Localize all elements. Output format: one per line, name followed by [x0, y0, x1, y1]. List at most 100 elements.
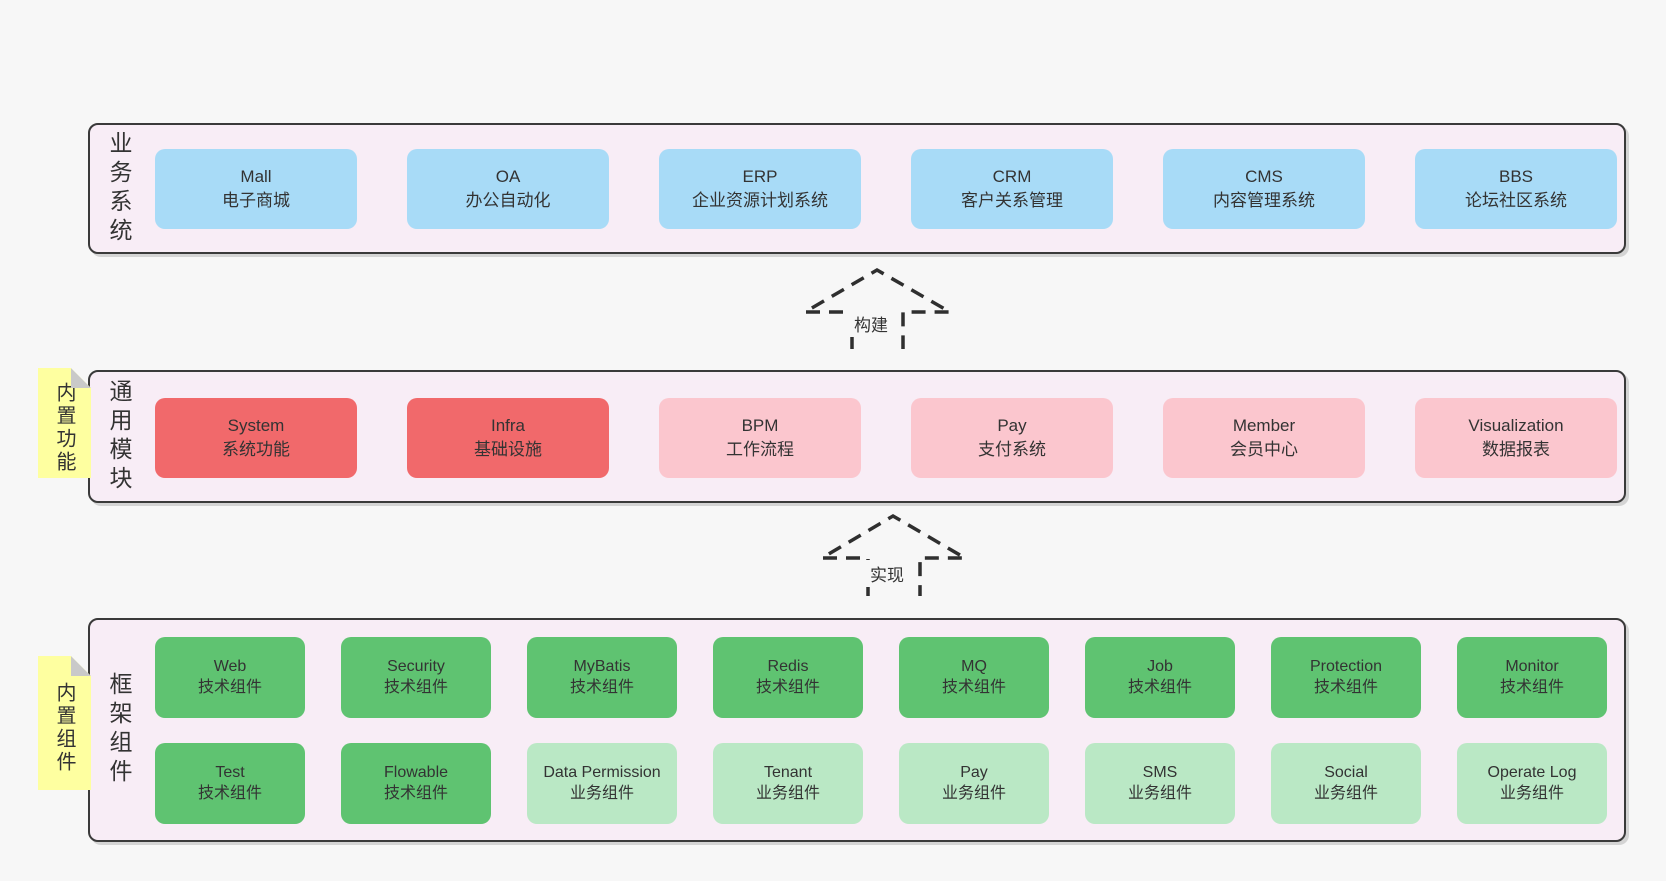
box-member: Member 会员中心: [1163, 398, 1365, 478]
box-title: BBS: [1498, 166, 1534, 186]
box-subtitle: 业务组件: [569, 784, 634, 802]
box-subtitle: 技术组件: [1127, 678, 1192, 696]
box-subtitle: 工作流程: [726, 440, 794, 459]
common-modules-boxes: System 系统功能 Infra 基础设施 BPM 工作流程 Pay 支付系统 Member 会…: [155, 398, 1617, 478]
sticky-note-builtin-functions-text: 内置功能: [53, 382, 75, 474]
box-title: Operate Log: [1487, 763, 1577, 781]
box-title: ERP: [742, 166, 778, 186]
box-monitor: Monitor 技术组件: [1457, 637, 1607, 718]
box-title: SMS: [1142, 763, 1178, 781]
box-title: Security: [387, 657, 445, 675]
box-visualization: Visualization 数据报表: [1415, 398, 1617, 478]
box-sms: SMS 业务组件: [1085, 743, 1235, 824]
sticky-note-builtin-functions: 内置功能: [38, 368, 91, 478]
box-subtitle: 技术组件: [941, 678, 1006, 696]
box-test: Test 技术组件: [155, 743, 305, 824]
business-systems-boxes: Mall 电子商城 OA 办公自动化 ERP 企业资源计划系统 CRM 客户关系管理 CMS 内容…: [155, 149, 1617, 229]
box-title: Infra: [490, 415, 526, 435]
box-subtitle: 业务组件: [1499, 784, 1564, 802]
box-subtitle: 企业资源计划系统: [692, 191, 828, 210]
box-subtitle: 技术组件: [383, 784, 448, 802]
box-subtitle: 业务组件: [1127, 784, 1192, 802]
arrow-implement-label: 实现: [866, 560, 908, 587]
box-cms: CMS 内容管理系统: [1163, 149, 1365, 229]
box-subtitle: 会员中心: [1230, 440, 1298, 459]
box-title: BPM: [741, 415, 779, 435]
box-title: Redis: [767, 657, 809, 675]
box-subtitle: 办公自动化: [465, 191, 551, 210]
sticky-note-builtin-components: 内置组件: [38, 656, 91, 790]
box-protection: Protection 技术组件: [1271, 637, 1421, 718]
box-subtitle: 技术组件: [755, 678, 820, 696]
band-common-modules: 通用模块 System 系统功能 Infra 基础设施 BPM 工作流程 Pay 支付系统 Me…: [88, 370, 1626, 503]
box-mybatis: MyBatis 技术组件: [527, 637, 677, 718]
box-title: Tenant: [763, 763, 813, 781]
box-subtitle: 支付系统: [978, 440, 1046, 459]
box-title: Test: [215, 763, 245, 781]
box-title: Visualization: [1468, 415, 1564, 435]
box-title: Pay: [997, 415, 1027, 435]
box-title: MQ: [961, 657, 987, 675]
box-flowable: Flowable 技术组件: [341, 743, 491, 824]
dashed-up-arrow-implement: [815, 513, 972, 596]
box-system: System 系统功能: [155, 398, 357, 478]
box-subtitle: 业务组件: [941, 784, 1006, 802]
box-mall: Mall 电子商城: [155, 149, 357, 229]
box-subtitle: 论坛社区系统: [1465, 191, 1567, 210]
dashed-up-arrow-build: [798, 267, 957, 349]
box-title: Social: [1324, 763, 1368, 781]
box-bpm: BPM 工作流程: [659, 398, 861, 478]
box-title: MyBatis: [573, 657, 631, 675]
box-subtitle: 技术组件: [197, 784, 262, 802]
box-title: Member: [1232, 415, 1296, 435]
box-title: CMS: [1245, 166, 1283, 186]
box-security: Security 技术组件: [341, 637, 491, 718]
band-business-systems: 业务系统 Mall 电子商城 OA 办公自动化 ERP 企业资源计划系统 CRM 客户关系管理…: [88, 123, 1626, 254]
box-subtitle: 技术组件: [1499, 678, 1564, 696]
box-subtitle: 数据报表: [1482, 440, 1550, 459]
box-title: OA: [495, 166, 521, 186]
box-title: Protection: [1309, 657, 1383, 675]
box-infra: Infra 基础设施: [407, 398, 609, 478]
box-title: CRM: [992, 166, 1032, 186]
box-redis: Redis 技术组件: [713, 637, 863, 718]
box-tenant: Tenant 业务组件: [713, 743, 863, 824]
box-mq: MQ 技术组件: [899, 637, 1049, 718]
box-subtitle: 系统功能: [222, 440, 290, 459]
box-web: Web 技术组件: [155, 637, 305, 718]
box-job: Job 技术组件: [1085, 637, 1235, 718]
box-subtitle: 技术组件: [1313, 678, 1378, 696]
box-operate-log: Operate Log 业务组件: [1457, 743, 1607, 824]
box-subtitle: 业务组件: [1313, 784, 1378, 802]
box-crm: CRM 客户关系管理: [911, 149, 1113, 229]
box-title: Monitor: [1505, 657, 1559, 675]
box-data-permission: Data Permission 业务组件: [527, 743, 677, 824]
box-subtitle: 技术组件: [197, 678, 262, 696]
box-title: Data Permission: [543, 763, 661, 781]
box-subtitle: 技术组件: [383, 678, 448, 696]
band-label-framework-components: 框架组件: [106, 672, 132, 788]
box-title: Job: [1147, 657, 1173, 675]
band-label-common-modules: 通用模块: [106, 378, 132, 495]
box-erp: ERP 企业资源计划系统: [659, 149, 861, 229]
box-subtitle: 内容管理系统: [1213, 191, 1315, 210]
band-label-business-systems: 业务系统: [106, 130, 132, 247]
box-oa: OA 办公自动化: [407, 149, 609, 229]
box-title: System: [227, 415, 285, 435]
box-subtitle: 技术组件: [569, 678, 634, 696]
box-subtitle: 客户关系管理: [961, 191, 1063, 210]
box-bbs: BBS 论坛社区系统: [1415, 149, 1617, 229]
box-subtitle: 基础设施: [474, 440, 542, 459]
box-subtitle: 电子商城: [222, 191, 290, 210]
sticky-note-builtin-components-text: 内置组件: [53, 682, 75, 774]
box-subtitle: 业务组件: [755, 784, 820, 802]
box-social: Social 业务组件: [1271, 743, 1421, 824]
box-title: Web: [213, 657, 247, 675]
box-title: Flowable: [383, 763, 449, 781]
arrow-build-label: 构建: [850, 310, 892, 337]
box-title: Mall: [240, 166, 272, 186]
